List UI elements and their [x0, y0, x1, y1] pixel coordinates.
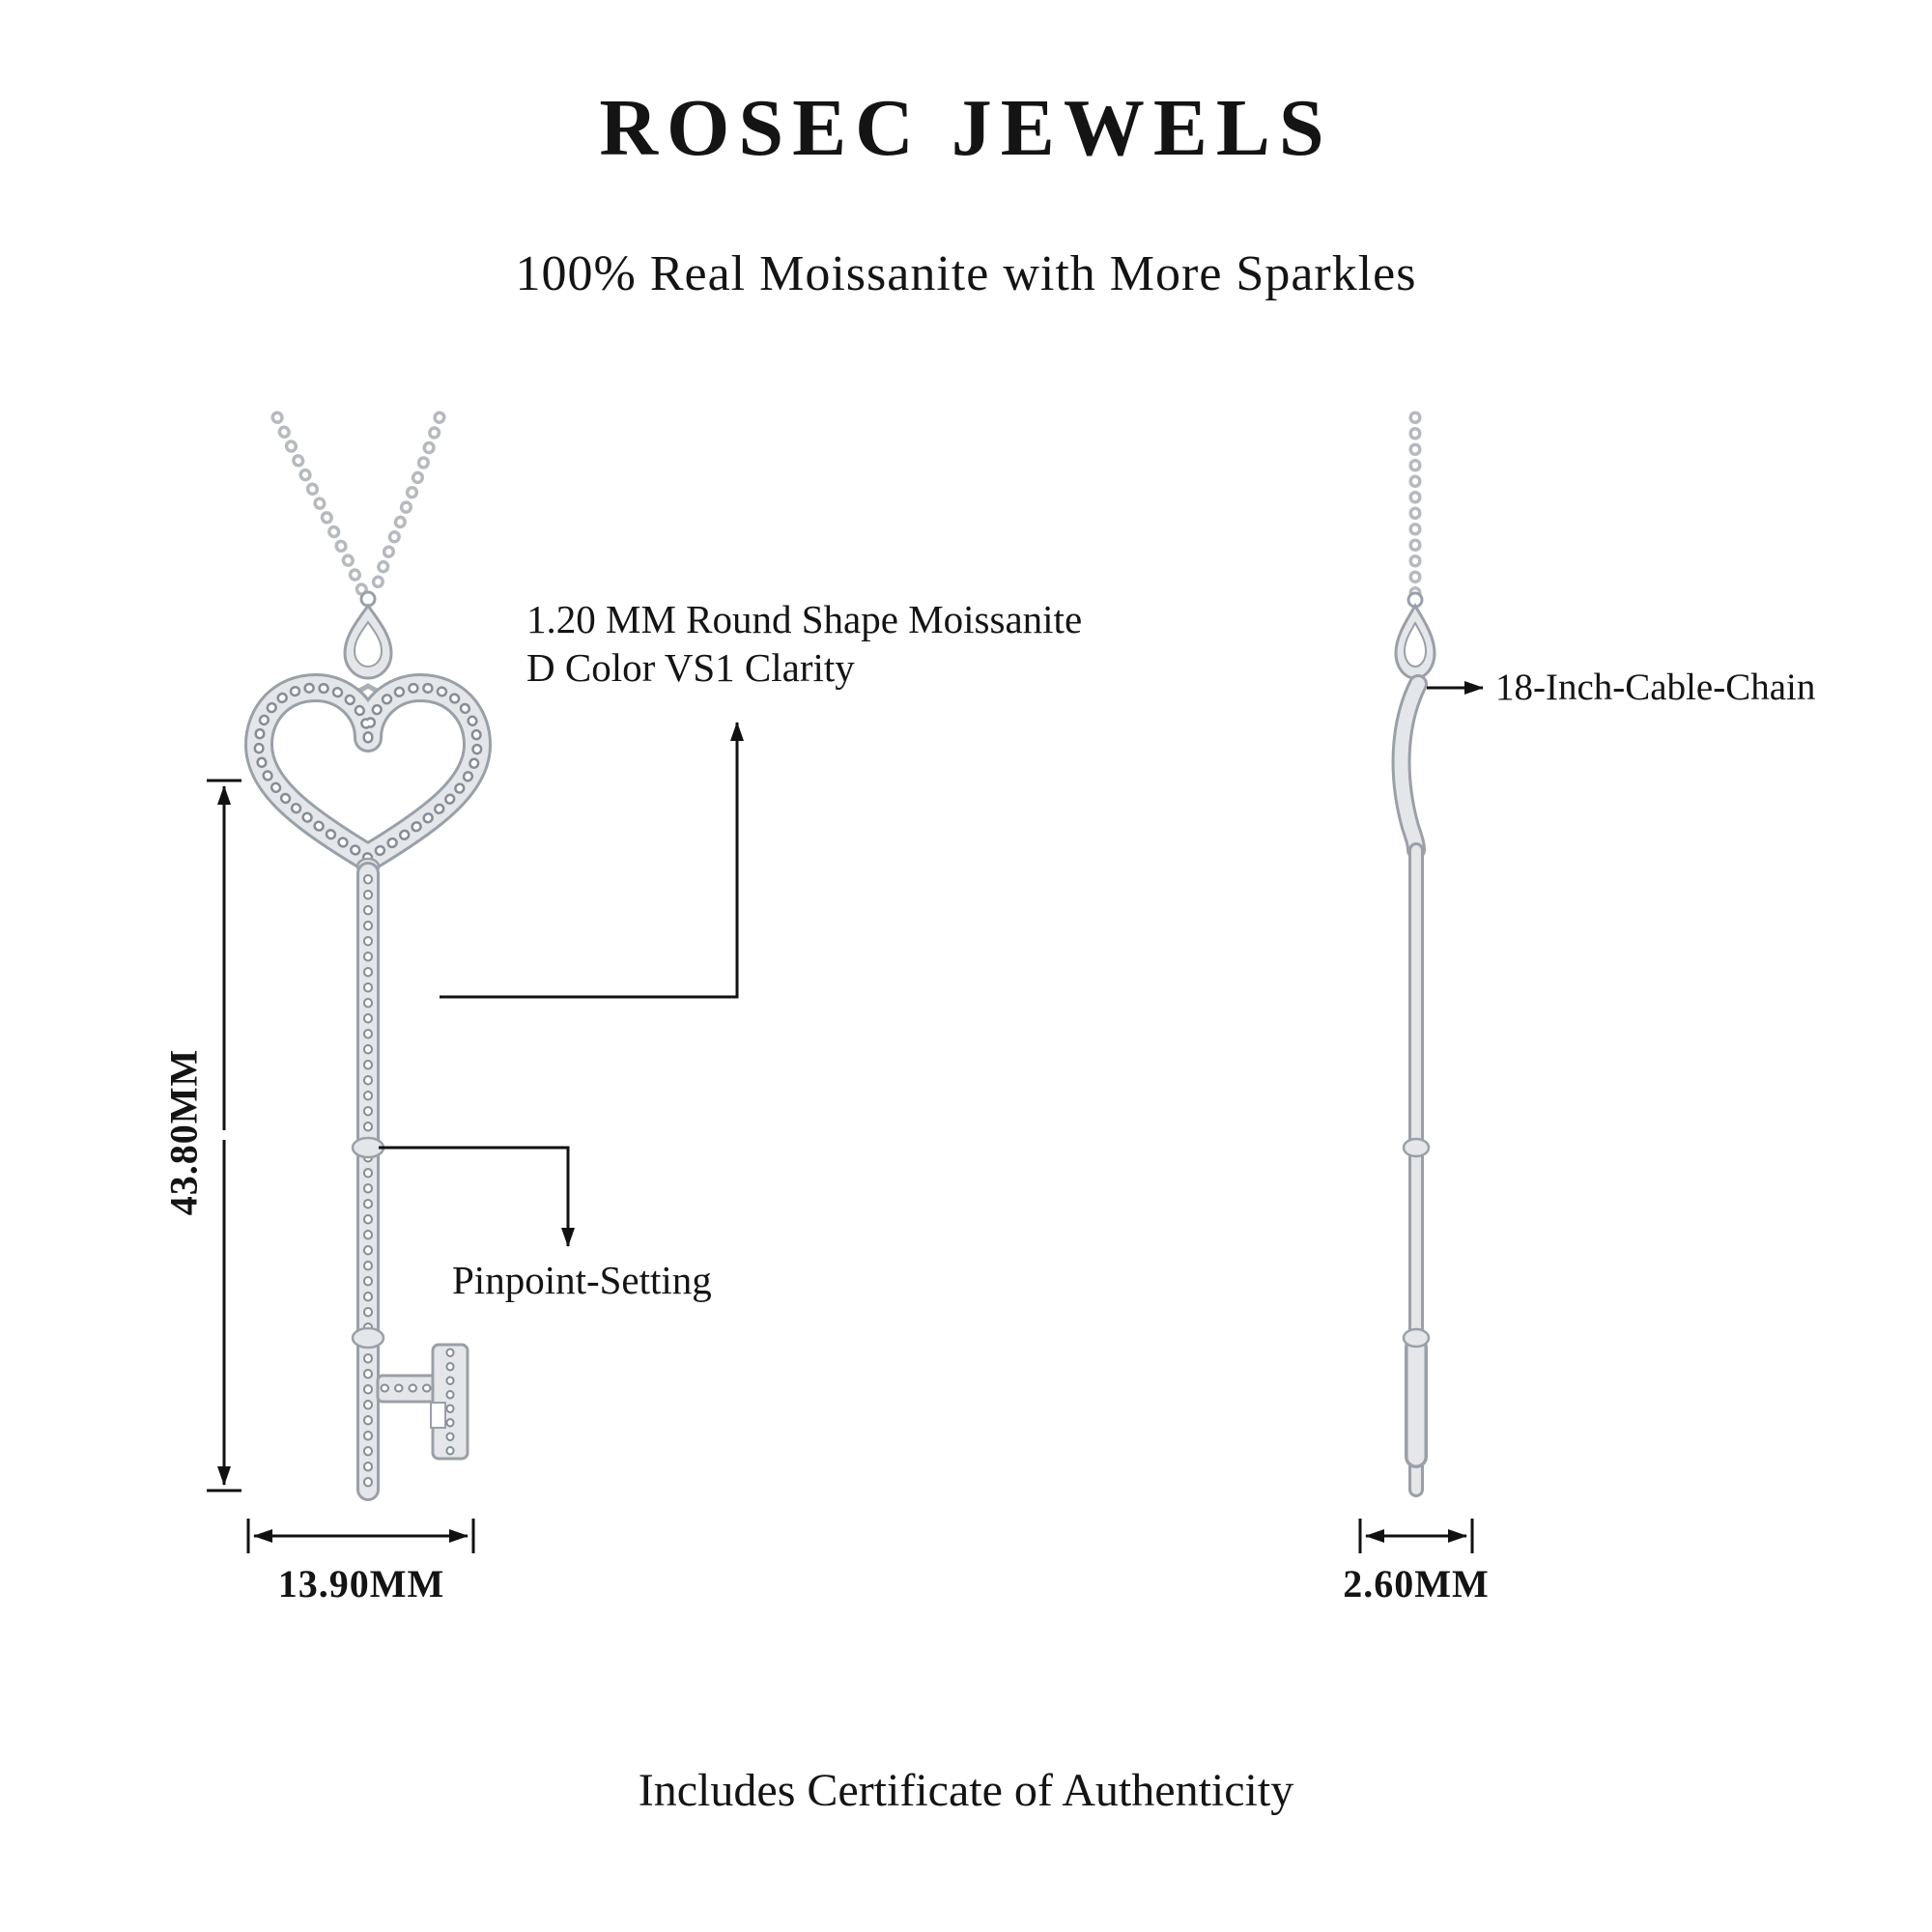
stone-annotation-line2: D Color VS1 Clarity	[526, 645, 855, 691]
stone-annotation-line1: 1.20 MM Round Shape Moissanite	[526, 597, 1083, 641]
pinpoint-annotation: Pinpoint-Setting	[452, 1258, 712, 1302]
width-dimension-label: 13.90MM	[277, 1562, 445, 1605]
front-pendant-illustration	[244, 411, 492, 1501]
stone-annotation: 1.20 MM Round Shape Moissanite D Color V…	[526, 595, 1203, 692]
brand-title: ROSEC JEWELS	[599, 83, 1333, 173]
bit-stones	[380, 1348, 455, 1456]
annotation-lines	[379, 681, 1484, 1247]
depth-dimension-line	[1358, 1519, 1474, 1553]
height-dimension-line	[207, 779, 242, 1492]
collar-bead-lower	[351, 1326, 385, 1350]
bail-side	[1394, 602, 1436, 680]
collar-knob-upper	[1402, 1137, 1431, 1158]
bail-front	[343, 603, 393, 680]
side-pendant-illustration	[1391, 411, 1436, 1497]
certificate-note: Includes Certificate of Authenticity	[638, 1765, 1294, 1816]
width-dimension-line	[246, 1519, 475, 1553]
heart-bow	[244, 673, 492, 872]
cable-chain-front	[270, 411, 446, 608]
pinpoint-leader-line	[379, 1146, 575, 1247]
cable-chain-side	[1406, 411, 1424, 609]
height-dimension-label: 43.80MM	[161, 1048, 206, 1216]
tagline: 100% Real Moissanite with More Sparkles	[515, 246, 1417, 301]
collar-knob-lower	[1402, 1327, 1431, 1349]
chain-annotation: 18-Inch-Cable-Chain	[1495, 667, 1816, 708]
stone-leader-line	[440, 722, 744, 999]
depth-dimension-label: 2.60MM	[1343, 1562, 1490, 1605]
heart-profile	[1391, 674, 1428, 860]
key-bit	[376, 1343, 469, 1461]
